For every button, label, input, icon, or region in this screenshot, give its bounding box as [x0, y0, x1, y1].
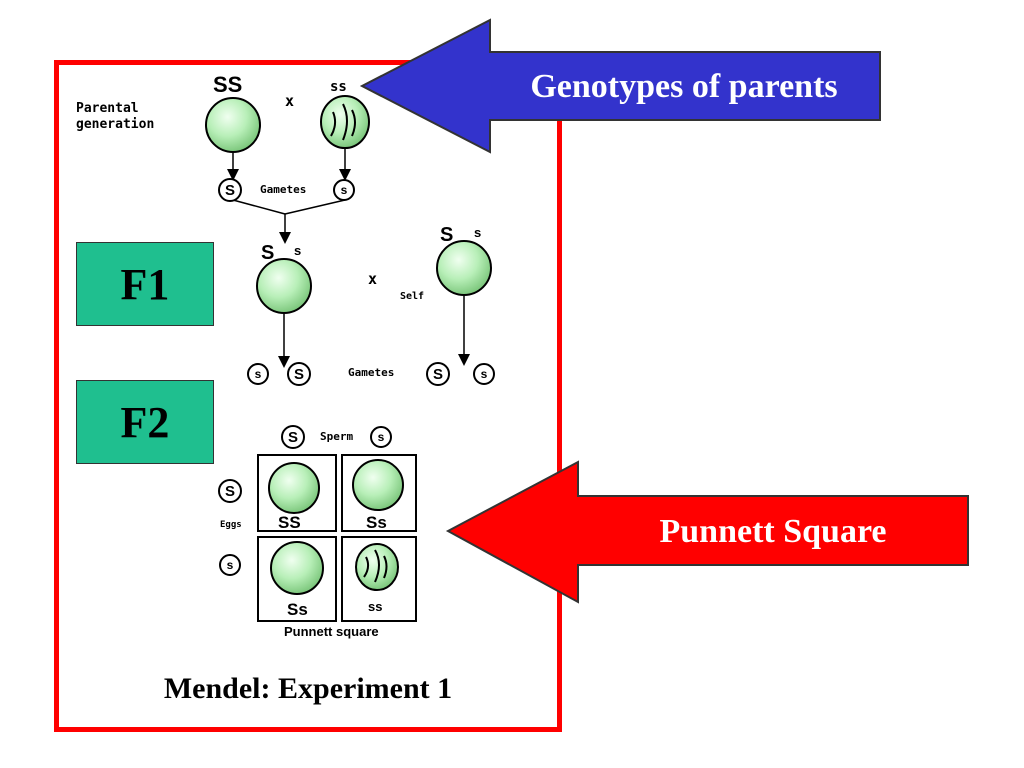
f1-gamete-1: s [254, 367, 262, 381]
f2-label: F2 [120, 397, 170, 447]
parental-label: Parental generation [76, 101, 154, 133]
punnett-pea-ss-bl [270, 541, 324, 595]
parental-cross: x [285, 92, 295, 110]
f1-gamete-4: s [480, 367, 488, 381]
gamete-circles [218, 178, 495, 576]
parent-genotype-left: SS [213, 72, 243, 97]
red-arrow [445, 460, 969, 604]
f1-label: F1 [120, 259, 170, 309]
f2-label-box: F2 [76, 380, 214, 464]
f1-left-S: S [261, 242, 275, 264]
punnett-cell-2: Ss [366, 513, 387, 532]
gamete-S-left: S [224, 181, 235, 199]
f1-gametes-label: Gametes [348, 366, 395, 379]
punnett-pea-ss-tr [352, 459, 404, 511]
eggs-S: S [224, 482, 235, 500]
blue-arrow [359, 18, 881, 154]
red-arrow-label: Punnett Square [659, 513, 887, 550]
eggs-s: s [226, 558, 234, 572]
punnett-cell-3: Ss [287, 600, 308, 619]
gametes-label: Gametes [260, 183, 307, 196]
punnett-pea-ss-big [268, 462, 320, 514]
f1-self: Self [400, 291, 425, 302]
sperm-s: s [377, 430, 385, 444]
punnett-title: Punnett square [284, 624, 379, 639]
blue-arrow-label: Genotypes of parents [530, 68, 838, 105]
f1-gamete-3: S [432, 365, 443, 383]
parental-label-line1: Parental [76, 101, 139, 116]
punnett-grid [257, 454, 417, 622]
f1-right-pea [436, 240, 492, 296]
punnett-wrinkled-pea [355, 543, 399, 591]
gamete-s-right: s [340, 183, 348, 197]
eggs-label: Eggs [220, 520, 242, 530]
f1-right-S: S [440, 224, 454, 246]
parental-label-line2: generation [76, 117, 155, 132]
parent-wrinkled-pea [320, 95, 370, 149]
f1-left-s: s [294, 243, 302, 258]
f1-label-box: F1 [76, 242, 214, 326]
f1-cross: x [368, 270, 378, 288]
sperm-label: Sperm [320, 430, 354, 443]
parent-genotype-right: ss [330, 79, 347, 95]
f1-right-s: s [474, 225, 482, 240]
punnett-cell-1: SS [278, 513, 301, 532]
diagram-frame [54, 60, 562, 732]
caption: Mendel: Experiment 1 [163, 672, 453, 705]
punnett-cell-4: ss [368, 599, 383, 614]
parent-round-pea [205, 97, 261, 153]
f1-left-pea [256, 258, 312, 314]
sperm-S: S [287, 428, 298, 446]
f1-gamete-2: S [293, 365, 304, 383]
